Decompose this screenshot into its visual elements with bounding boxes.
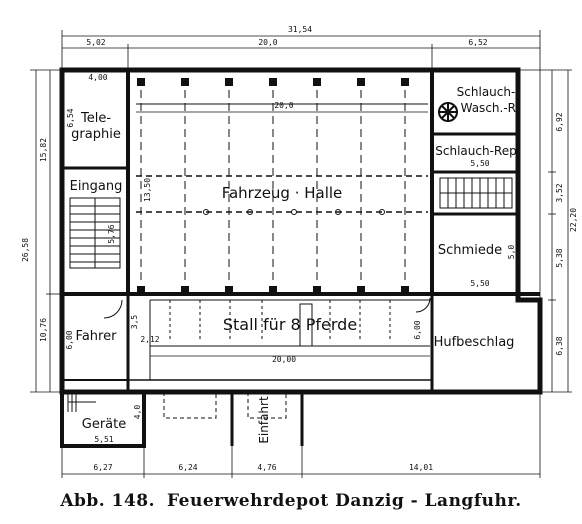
dim-right-1: 6,92 bbox=[555, 112, 564, 131]
room-label-stall: Stall für 8 Pferde bbox=[223, 315, 357, 334]
room-label-fahrzeughalle: Fahrzeug · Halle bbox=[222, 184, 343, 202]
staircase-geraete bbox=[67, 392, 96, 412]
room-label-schlauch-wasch-1: Schlauch- bbox=[457, 85, 516, 99]
dim-right-4: 6,38 bbox=[555, 336, 564, 355]
dim-stall-h2: 6,00 bbox=[413, 320, 422, 339]
dim-bottom-4: 14,01 bbox=[409, 463, 433, 472]
room-label-schlauch-rep: Schlauch-Rep bbox=[435, 144, 516, 158]
room-label-einfahrt: Einfahrt bbox=[257, 396, 271, 444]
dim-right-3: 5,38 bbox=[555, 248, 564, 267]
room-label-telegraphie-1: Tele- bbox=[80, 111, 111, 126]
horse-stalls bbox=[150, 300, 430, 347]
room-label-schmiede: Schmiede bbox=[438, 243, 502, 258]
dim-stall-w: 20,00 bbox=[272, 355, 296, 364]
hall-axes bbox=[136, 90, 428, 282]
dim-left-total: 26,58 bbox=[21, 238, 30, 262]
dim-hall-width: 20,0 bbox=[274, 101, 293, 110]
figure-title: Feuerwehrdepot Danzig - Langfuhr. bbox=[167, 491, 522, 511]
dim-top-left: 5,02 bbox=[86, 38, 105, 47]
figure-number: Abb. 148. bbox=[60, 491, 156, 511]
dim-left-upper: 15,82 bbox=[39, 138, 48, 162]
dim-schlauch-rep-w: 5,50 bbox=[470, 159, 489, 168]
room-label-schlauch-wasch-2: Wasch.-R. bbox=[461, 101, 520, 115]
door-swings bbox=[103, 297, 431, 419]
dimension-lines bbox=[30, 30, 572, 478]
room-label-telegraphie-2: graphie bbox=[71, 127, 121, 142]
dim-left-lower: 10,76 bbox=[39, 318, 48, 342]
dim-tele-h: 6,54 bbox=[66, 108, 75, 127]
dim-right-2: 3,52 bbox=[555, 183, 564, 202]
dim-stall-left: 2,12 bbox=[140, 335, 159, 344]
dim-stair-h: 5,76 bbox=[107, 224, 116, 243]
room-label-eingang: Eingang bbox=[70, 179, 123, 194]
room-label-hufbeschlag: Hufbeschlag bbox=[434, 335, 515, 350]
dim-hall-depth: 13,50 bbox=[143, 178, 152, 202]
staircase-left bbox=[69, 197, 121, 269]
floor-plan: Tele- graphie Eingang Fahrzeug · Halle S… bbox=[21, 25, 578, 478]
dim-bottom-3: 4,76 bbox=[257, 463, 276, 472]
staircase-right bbox=[439, 177, 513, 209]
dim-geraete-w: 5,51 bbox=[94, 435, 113, 444]
dim-schmiede-w: 5,50 bbox=[470, 279, 489, 288]
dim-geraete-h: 4,0 bbox=[133, 405, 142, 420]
room-label-geraete: Geräte bbox=[82, 417, 126, 432]
dim-top-mid: 20,0 bbox=[258, 38, 277, 47]
dim-stall-h1: 3,5 bbox=[130, 315, 139, 330]
hall-pillars bbox=[137, 78, 409, 294]
dim-right-total: 22,20 bbox=[569, 208, 578, 232]
dim-bottom-1: 6,27 bbox=[93, 463, 112, 472]
figure-caption: Abb. 148. Feuerwehrdepot Danzig - Langfuh… bbox=[0, 491, 582, 511]
dim-schmiede-h: 5,0 bbox=[507, 245, 516, 260]
dim-fahrer-h: 6,00 bbox=[65, 330, 74, 349]
outer-walls bbox=[59, 67, 543, 448]
dim-tele-w: 4,00 bbox=[88, 73, 107, 82]
room-label-fahrer: Fahrer bbox=[76, 329, 118, 344]
dim-bottom-2: 6,24 bbox=[178, 463, 197, 472]
dim-top-right: 6,52 bbox=[468, 38, 487, 47]
dim-total-width: 31,54 bbox=[288, 25, 312, 34]
hose-wheel-icon bbox=[438, 102, 458, 122]
